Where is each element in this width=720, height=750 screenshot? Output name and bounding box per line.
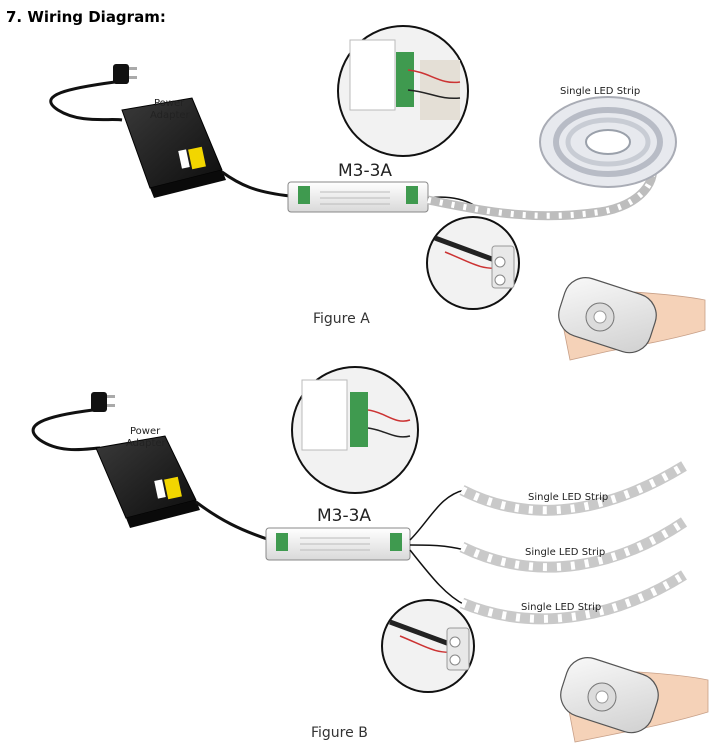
controller-model-b: M3-3A (317, 506, 371, 526)
strip-label-b-3: Single LED Strip (521, 602, 601, 613)
power-plug-a (49, 64, 137, 122)
remote-control-a (558, 277, 706, 361)
adapter-label-a-line2: Adapter (150, 110, 191, 121)
led-strip-b-2 (459, 517, 688, 573)
remote-control-b (560, 657, 709, 743)
controller-model-a: M3-3A (338, 161, 392, 181)
adapter-label-b-line2: Adapter (126, 438, 167, 449)
figure-a: Power Adapter M3-3A (49, 25, 706, 361)
adapter-label-b-line1: Power (130, 426, 161, 437)
strip-label-a: Single LED Strip (560, 86, 640, 97)
terminal-zoom-b (291, 366, 419, 494)
controller-b (265, 527, 411, 561)
terminal-zoom-a (337, 25, 469, 157)
power-adapter-a (121, 97, 291, 198)
led-strip-b-1 (459, 461, 687, 516)
adapter-label-a-line1: Power (154, 98, 185, 109)
figure-b: Power Adapter M3-3A (31, 366, 709, 743)
controller-a (287, 181, 429, 213)
strip-label-b-2: Single LED Strip (525, 547, 605, 558)
figure-b-caption: Figure B (311, 725, 368, 741)
led-strip-b-3 (459, 570, 687, 625)
strip-label-b-1: Single LED Strip (528, 492, 608, 503)
figure-a-caption: Figure A (313, 311, 370, 327)
led-strip-a (427, 96, 677, 221)
power-adapter-b (95, 435, 271, 542)
power-plug-b (31, 392, 115, 452)
switch-zoom-b (381, 599, 475, 693)
page-title: 7. Wiring Diagram: (6, 8, 166, 26)
switch-zoom-a (426, 216, 520, 310)
